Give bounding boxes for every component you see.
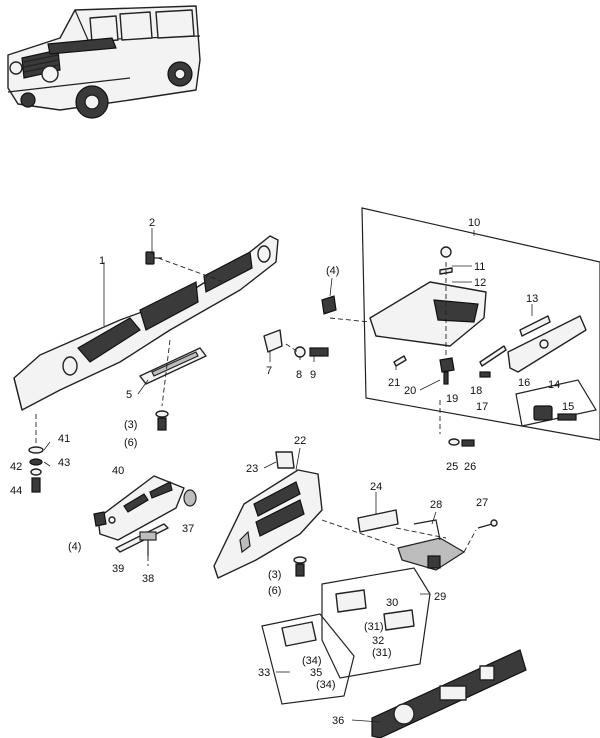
callout-7: 7 [266,365,272,377]
callout-18: 18 [470,385,482,397]
center-console-frame [213,469,323,579]
callout-36: 36 [332,715,344,727]
callout-17: 17 [476,401,488,413]
callout-30: 30 [386,597,398,609]
callout-25: 25 [446,461,458,473]
assembly-line [161,339,171,407]
callout-14: 14 [548,379,560,391]
cover-strip [139,347,207,385]
callout-31: (31) [364,621,384,633]
callout-28: 28 [430,499,442,511]
assembly-line [463,529,477,553]
bracket-28 [397,519,466,571]
callout-27: 27 [476,497,488,509]
callout-4: (4) [68,541,81,553]
callout-16: 16 [518,377,530,389]
clip-top [321,295,337,315]
callout-26: 26 [464,461,476,473]
callout-34: (34) [302,655,322,667]
callout-20: 20 [404,385,416,397]
callout-19: 19 [446,393,458,405]
switch-panel-29 [321,567,431,679]
clip-23 [275,451,295,469]
bracket-7 [263,329,283,353]
callout-24: 24 [370,481,382,493]
dashboard-carrier [13,235,279,411]
screw-2 [145,251,162,265]
vehicle-illustration [7,5,201,119]
callout-37: 37 [182,523,194,535]
callout-35: 35 [310,667,322,679]
assembly-line [329,317,371,323]
callout-5: 5 [126,389,132,401]
callout-1: 1 [99,255,105,267]
callout-12: 12 [474,277,486,289]
callout-15: 15 [562,401,574,413]
trim-bezel-36 [371,649,527,738]
assembly-line [395,527,447,539]
callout-39: 39 [112,563,124,575]
callout-43: 43 [58,457,70,469]
assembly-line [321,519,397,547]
callout-40: 40 [112,465,124,477]
callout-41: 41 [58,433,70,445]
washer-screw-lower-left [155,410,169,431]
screw-27 [477,519,498,529]
callout-34: (34) [316,679,336,691]
callout-23: 23 [246,463,258,475]
callout-33: 33 [258,667,270,679]
assembly-line [285,343,299,353]
callout-9: 9 [310,369,316,381]
callout-44: 44 [10,485,22,497]
callout-6: (6) [124,437,137,449]
callout-11: 11 [474,261,485,273]
screw-console [295,563,305,577]
callout-21: 21 [388,377,400,389]
callout-6: (6) [268,585,281,597]
callout-10: 10 [468,217,480,229]
screw-38 [139,531,157,556]
callout-3: (3) [268,569,281,581]
callout-22: 22 [294,435,306,447]
glovebox-group-panel [361,207,600,447]
bracket-40 [97,475,185,541]
leader-lines [43,228,533,723]
callout-2: 2 [149,217,155,229]
clip-left [93,511,107,527]
callout-32: 32 [372,635,384,647]
washer-8 [294,346,306,358]
callout-38: 38 [142,573,154,585]
trim-24 [357,509,399,533]
callout-31: (31) [372,647,392,659]
callout-29: 29 [434,591,446,603]
assembly-line [157,257,225,283]
screw-9 [309,347,329,357]
callout-13: 13 [526,293,538,305]
callout-42: 42 [10,461,22,473]
callout-3: (3) [124,419,137,431]
callout-labels: 1 2 (3) (3) (4) (4) 5 (6) (6) 7 8 9 10 1… [10,217,574,727]
callout-8: 8 [296,369,302,381]
callout-4: (4) [326,265,339,277]
washer-console [293,556,307,564]
fastener-stack-41-44 [28,446,44,493]
plug-37 [183,489,197,507]
switch-panel-33 [261,613,355,705]
